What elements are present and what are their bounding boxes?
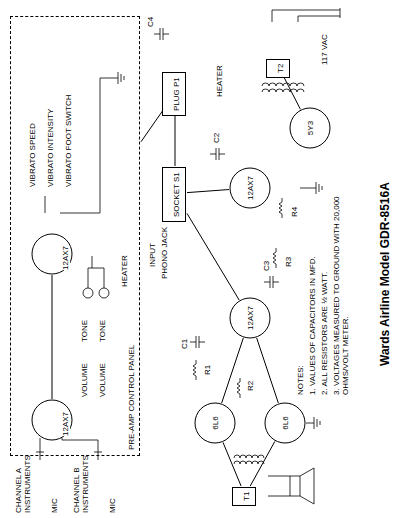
- tube-symbol: 6L6: [194, 402, 236, 444]
- callout-number: R3: [284, 256, 293, 268]
- part-name: 12AX7: [61, 412, 70, 436]
- schematic-label: VIBRATO FOOT SWITCH: [64, 94, 73, 188]
- wire-connector: [141, 110, 163, 142]
- part-name: 12AX7: [246, 306, 255, 330]
- schematic-label: 3. VOLTAGES MEASURED TO GROUND WITH 20,0…: [332, 164, 350, 396]
- part-name: SOCKET S1: [172, 172, 181, 217]
- part-name: 6L6: [281, 416, 290, 429]
- wire-connector: [222, 338, 244, 403]
- tube-symbol: 5Y3: [289, 107, 331, 149]
- capacitor-symbol: [210, 148, 225, 160]
- capacitor-symbol: [190, 336, 205, 348]
- ground-symbol: [118, 72, 124, 84]
- tube-symbol: 12AX7: [229, 167, 271, 209]
- schematic-label: PHONO JACK: [160, 226, 169, 280]
- schematic-label: INPUT: [148, 242, 157, 268]
- speaker-symbol: [290, 468, 314, 504]
- schematic-label: VIBRATO INTENSITY: [46, 108, 55, 188]
- ground-symbol: [300, 182, 322, 194]
- schematic-label: 117 VAC: [320, 33, 329, 66]
- component-box: SOCKET S1: [162, 167, 186, 222]
- panel-wire: [45, 78, 118, 213]
- schematic-label: VOLUME: [80, 362, 89, 398]
- wire-connector: [175, 115, 176, 166]
- input-jack: [36, 452, 102, 460]
- capacitor-symbol: [154, 28, 169, 40]
- schematic-label: TONE: [80, 319, 89, 343]
- tube-symbol: 6L6: [264, 402, 306, 444]
- component-box: T1: [232, 487, 256, 506]
- pot-symbol: [83, 288, 93, 298]
- part-name: T1: [242, 492, 251, 501]
- callout-number: R4: [290, 206, 299, 218]
- schematic-label: MIC: [108, 497, 117, 514]
- part-name: 6L6: [211, 416, 220, 429]
- pot-symbol: [99, 288, 109, 298]
- schematic-label: TONE: [98, 319, 107, 343]
- wire-connector: [187, 190, 229, 193]
- component-box: PLUG P1: [162, 72, 186, 116]
- wire-connector: [284, 77, 301, 109]
- schematic-label: NOTES:: [296, 364, 305, 396]
- callout-number: C4: [146, 16, 155, 28]
- diagram-title: Wards Airline Model GDR-8516A: [378, 180, 392, 368]
- component-box: T2: [266, 59, 290, 78]
- schematic-label: MIC: [50, 497, 59, 514]
- wire-connector: [52, 275, 53, 399]
- wire-connector: [250, 441, 275, 486]
- wire-connector: [223, 442, 241, 486]
- callout-number: C3: [262, 260, 271, 272]
- part-name: T2: [276, 64, 285, 73]
- part-name: PLUG P1: [172, 77, 181, 111]
- part-name: 12AX7: [61, 246, 70, 270]
- panel-wire: [88, 256, 104, 288]
- transformer-coil: [262, 83, 304, 92]
- ground-symbol: [306, 417, 320, 429]
- tube-symbol: 12AX7: [31, 233, 73, 275]
- part-name: PRE-AMP CONTROL PANEL: [127, 345, 136, 450]
- schematic-label: VIBRATO SPEED: [28, 122, 37, 188]
- part-name: 5Y3: [306, 121, 315, 135]
- speaker-wire: [268, 476, 290, 496]
- part-name: 12AX7: [246, 176, 255, 200]
- schematic-label: CHANNEL A INSTRUMENTS: [14, 460, 32, 514]
- line-cord: [272, 8, 340, 22]
- callout-number: R2: [246, 380, 255, 392]
- transformer-coil: [234, 455, 264, 464]
- schematic-label: HEATER: [120, 254, 129, 288]
- tube-symbol: 12AX7: [229, 297, 271, 339]
- tube-symbol: 12AX7: [31, 399, 73, 441]
- schematic-label: CHANNEL B INSTRUMENTS: [72, 460, 90, 514]
- wire-connector: [257, 338, 279, 403]
- schematic-label: 2. ALL RESISTORS ARE ½ WATT.: [320, 271, 329, 396]
- schematic-label: VOLUME: [98, 362, 107, 398]
- capacitor-symbol: [264, 276, 279, 288]
- callout-number: R1: [203, 364, 212, 376]
- wire-connector: [187, 213, 239, 300]
- panel-outline: PRE-AMP CONTROL PANEL 12AX7 12AX7: [10, 16, 140, 456]
- schematic-label: 1. VALUES OF CAPACITORS IN MFD.: [308, 255, 317, 396]
- callout-number: C2: [212, 132, 221, 144]
- schematic-label: HEATER: [215, 64, 224, 98]
- callout-number: C1: [180, 338, 189, 350]
